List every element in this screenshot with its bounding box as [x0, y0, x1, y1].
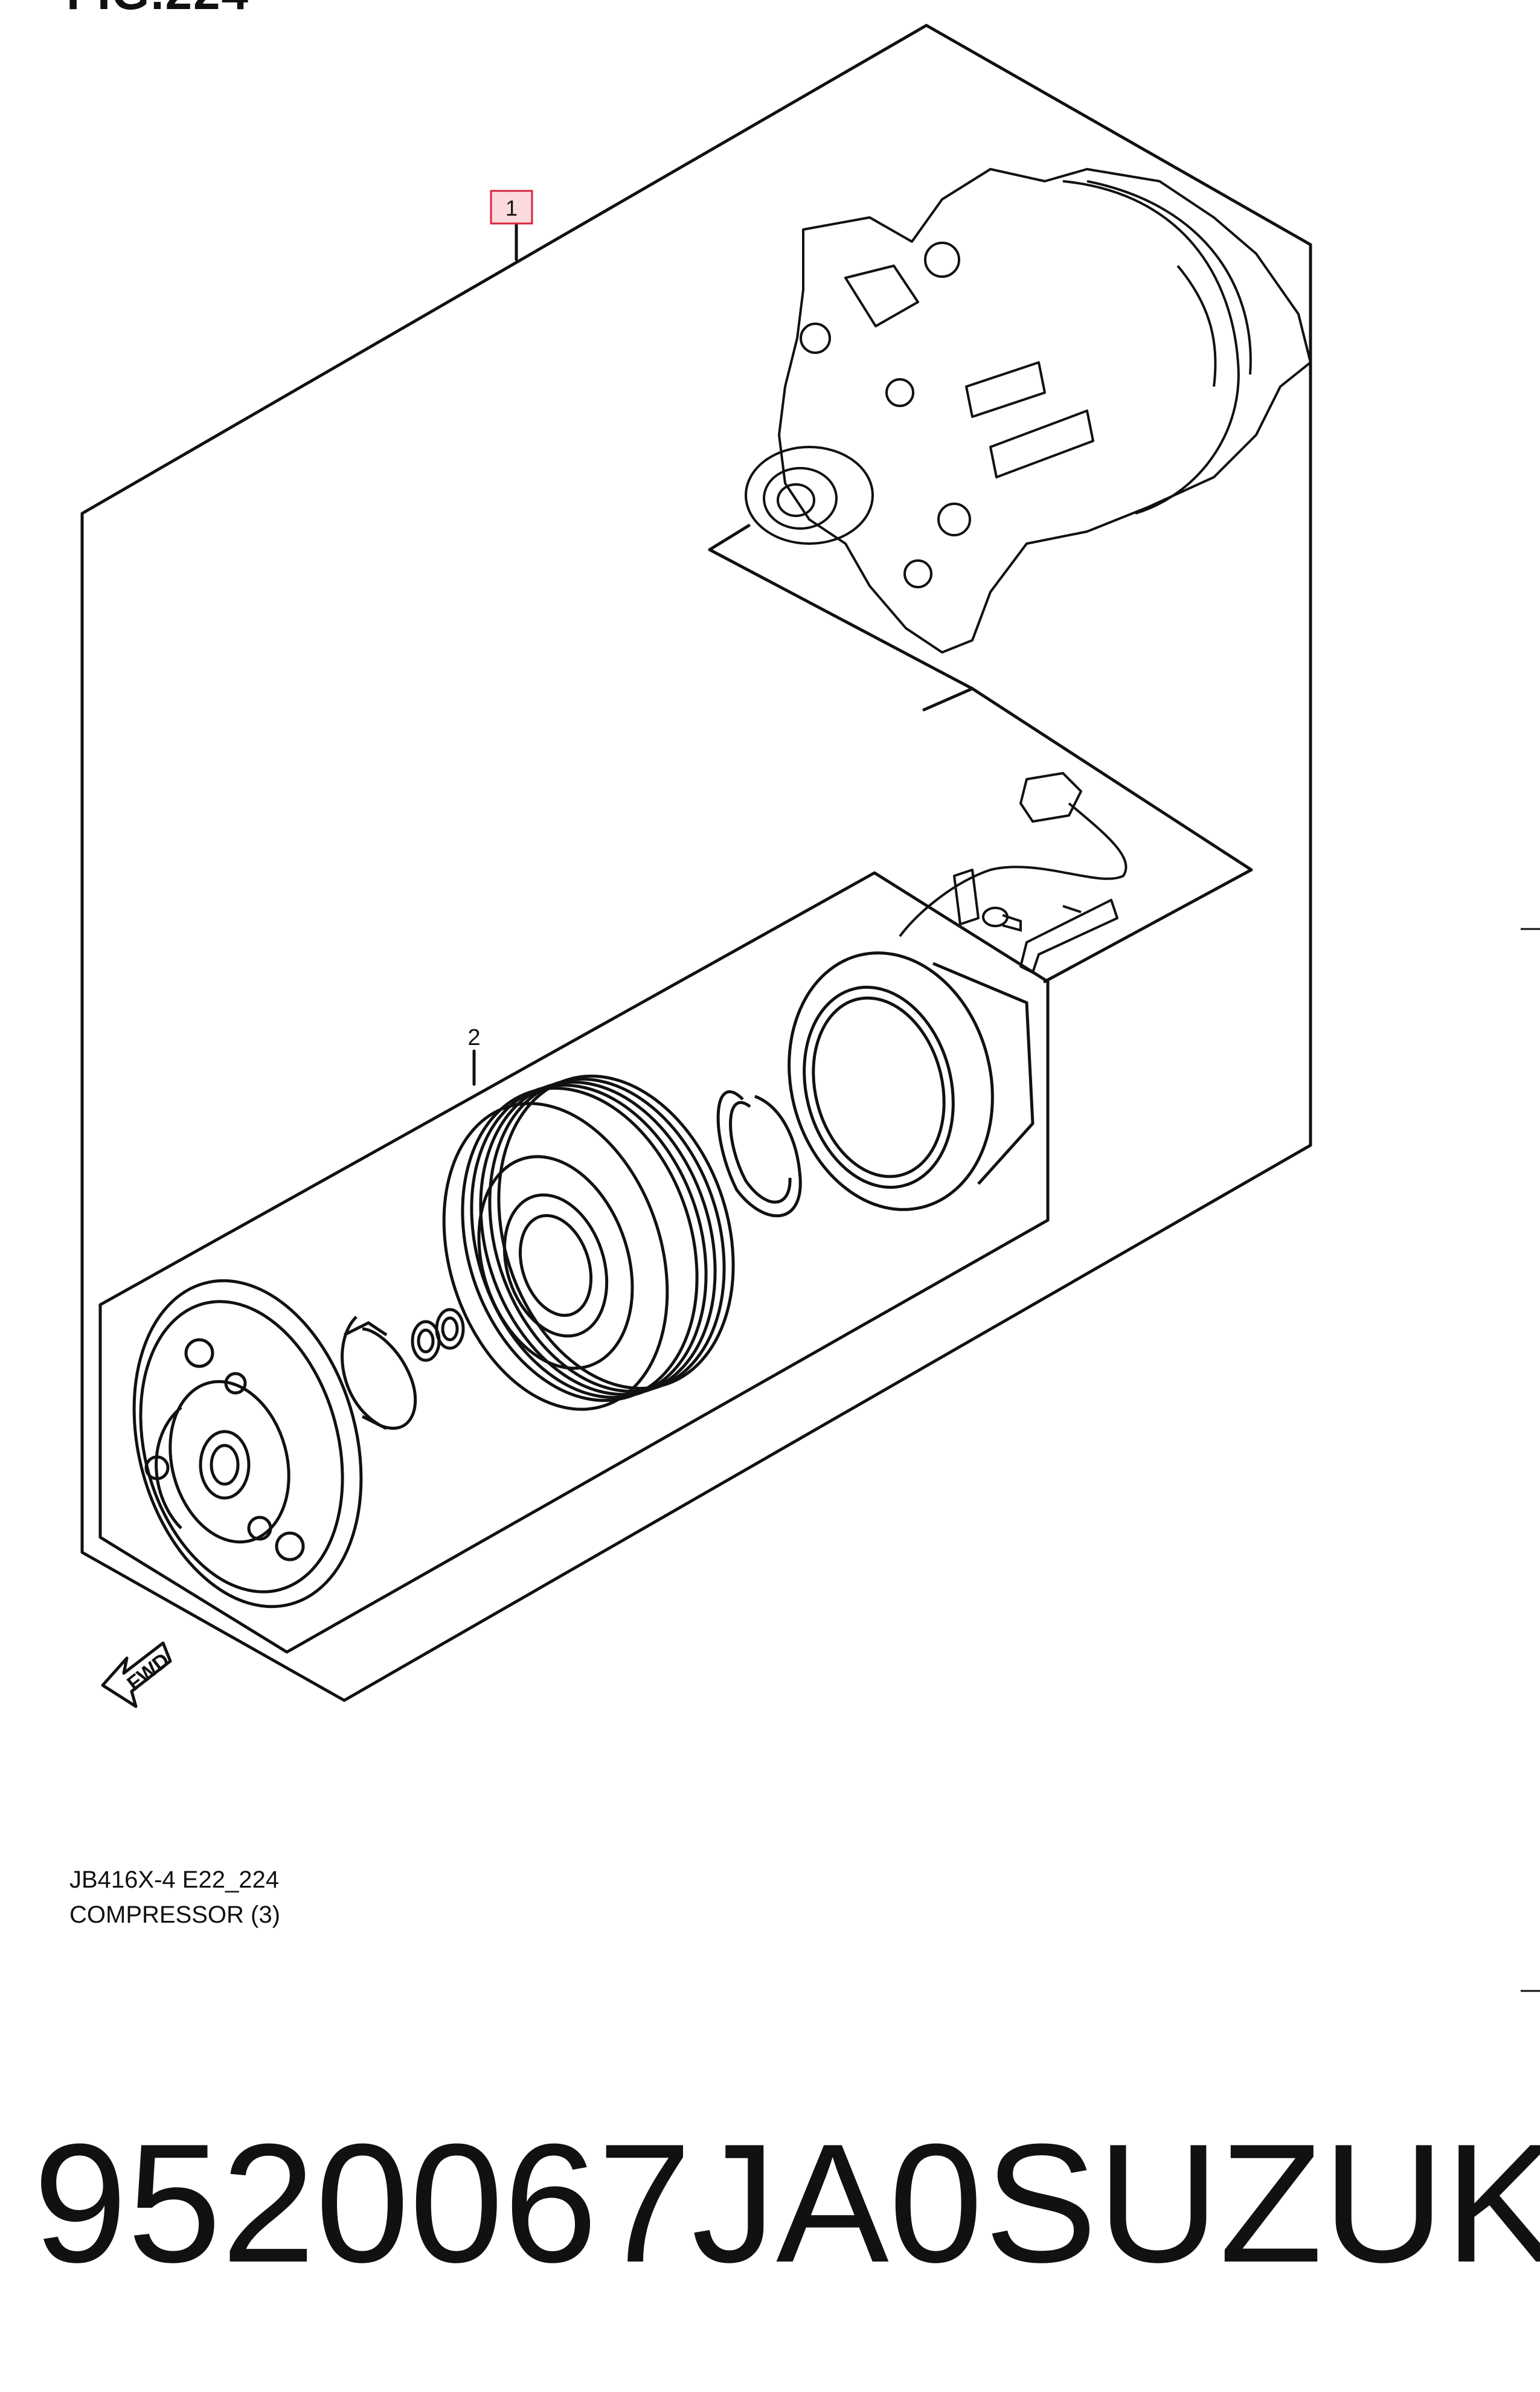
exploded-view-drawing: FWD 1 2 [80, 24, 1540, 1992]
callout-2-number: 2 [467, 1025, 480, 1050]
snap-ring-icon [716, 1090, 802, 1218]
compressor-subframe [708, 524, 974, 690]
clutch-subframe [98, 871, 1050, 1654]
forward-arrow-icon [101, 1641, 172, 1708]
part-number: 9520067JA0 [33, 2109, 983, 2298]
bolt-icon [982, 907, 1022, 932]
brand-name: SUZUKI [984, 2109, 1540, 2298]
parts-diagram-sheet: FIG.224 [66, 0, 1540, 1992]
field-coil-icon [788, 951, 1035, 1211]
pulley-icon [442, 1075, 735, 1411]
lead-wire-connector-icon [899, 772, 1128, 937]
caption-area [0, 1993, 1540, 2392]
diagram-title: COMPRESSOR (3) [69, 1902, 280, 1928]
assembly-frame-outline [80, 24, 1312, 1702]
compressor-assembly-icon [745, 168, 1312, 654]
clutch-plate-icon [132, 1279, 363, 1609]
bracket-icon [1019, 899, 1118, 974]
callout-1-number: 1 [505, 196, 518, 220]
figure-label: FIG.224 [66, 0, 249, 21]
small-snap-ring-icon [341, 1316, 417, 1430]
diagram-code: JB416X-4 E22_224 [69, 1866, 279, 1893]
wire-subframe [922, 687, 1253, 983]
callout-1-box [490, 190, 533, 225]
shim-washers-icon [411, 1308, 465, 1362]
